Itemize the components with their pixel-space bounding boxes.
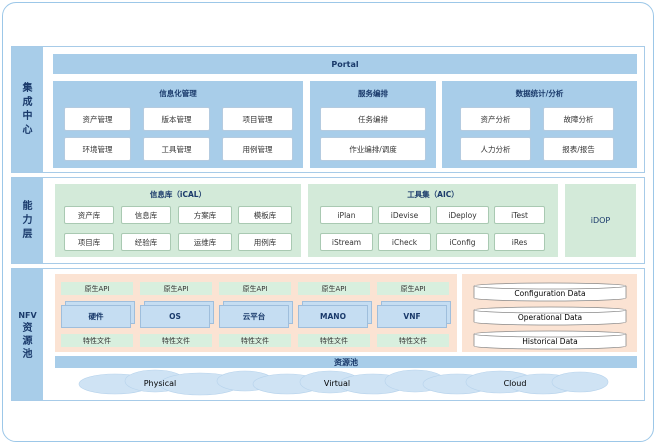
clouds-diagram: Physical Virtual Cloud: [78, 369, 609, 396]
resource-os: OS: [140, 305, 210, 328]
label-char: 中: [22, 110, 33, 122]
resource-pool-bar: 资源池: [55, 356, 637, 368]
nfv-layer-label: NFV 资 源 池: [12, 269, 43, 400]
toolset-item: iDevise: [378, 206, 431, 224]
info-lib-item: 方案库: [178, 206, 232, 224]
feature-file-label: 特性文件: [377, 334, 449, 347]
idop-panel: iDOP: [565, 184, 636, 257]
label-char: 集: [22, 82, 33, 94]
info-mgmt-item: 资产管理: [64, 107, 131, 131]
info-mgmt-item: 版本管理: [143, 107, 210, 131]
info-lib-item: 运维库: [178, 233, 232, 251]
info-mgmt-item: 工具管理: [143, 137, 210, 161]
info-lib-item: 经验库: [121, 233, 171, 251]
configuration-data-cylinder: Configuration Data: [473, 282, 627, 302]
native-api-label: 原生API: [377, 282, 449, 295]
native-api-label: 原生API: [61, 282, 133, 295]
stats-item: 资产分析: [460, 107, 531, 131]
stats-title: 数据统计/分析: [515, 89, 564, 98]
label-char: 力: [22, 214, 33, 226]
label-char: 心: [22, 124, 33, 136]
info-mgmt-title: 信息化管理: [159, 89, 197, 98]
resource-mano: MANO: [298, 305, 368, 328]
service-orch-item: 任务编排: [320, 107, 426, 131]
portal-bar: Portal: [53, 54, 637, 74]
native-api-label: 原生API: [298, 282, 370, 295]
cloud-physical-label: Physical: [144, 379, 177, 388]
label-char: 资: [22, 322, 33, 334]
stats-item: 故障分析: [543, 107, 614, 131]
toolset-item: iConfig: [436, 233, 489, 251]
info-lib-item: 模板库: [238, 206, 292, 224]
historical-data-cylinder: Historical Data: [473, 330, 627, 350]
toolset-item: iTest: [494, 206, 545, 224]
toolset-item: iRes: [494, 233, 545, 251]
info-lib-title: 信息库（iCAL）: [149, 190, 207, 199]
label-char: 能: [22, 200, 33, 212]
data-stores-diagram: Configuration Data Operational Data Hist…: [473, 282, 627, 350]
feature-file-label: 特性文件: [61, 334, 133, 347]
label-char: 源: [22, 335, 33, 347]
info-lib-item: 项目库: [64, 233, 114, 251]
feature-file-label: 特性文件: [219, 334, 291, 347]
resource-vnf: VNF: [377, 305, 447, 328]
label-char: 成: [22, 96, 33, 108]
info-lib-item: 用例库: [238, 233, 292, 251]
idop-label: iDOP: [590, 216, 611, 225]
operational-data-cylinder: Operational Data: [473, 306, 627, 326]
info-mgmt-item: 项目管理: [222, 107, 293, 131]
stats-item: 人力分析: [460, 137, 531, 161]
resource-cloud-platform: 云平台: [219, 305, 289, 328]
cloud-cloud-label: Cloud: [504, 379, 527, 388]
toolset-title: 工具集（AIC）: [407, 190, 459, 199]
stats-item: 报表/报告: [543, 137, 614, 161]
toolset-item: iDeploy: [436, 206, 489, 224]
historical-data-label: Historical Data: [522, 337, 577, 346]
label-char: NFV: [18, 310, 37, 320]
operational-data-label: Operational Data: [518, 313, 582, 322]
cloud-virtual-label: Virtual: [324, 379, 350, 388]
native-api-label: 原生API: [140, 282, 212, 295]
capability-layer-label: 能 力 层: [12, 178, 43, 263]
feature-file-label: 特性文件: [298, 334, 370, 347]
info-lib-item: 信息库: [121, 206, 171, 224]
label-char: 池: [22, 348, 33, 360]
info-mgmt-item: 环境管理: [64, 137, 131, 161]
info-mgmt-item: 用例管理: [222, 137, 293, 161]
toolset-item: iStream: [320, 233, 373, 251]
label-char: 层: [22, 228, 33, 240]
service-orch-title: 服务编排: [358, 89, 388, 98]
native-api-label: 原生API: [219, 282, 291, 295]
integration-layer-label: 集 成 中 心: [12, 47, 43, 172]
toolset-item: iPlan: [320, 206, 373, 224]
configuration-data-label: Configuration Data: [514, 289, 585, 298]
service-orch-item: 作业编排/调度: [320, 137, 426, 161]
toolset-item: iCheck: [378, 233, 431, 251]
info-lib-item: 资产库: [64, 206, 114, 224]
resource-hardware: 硬件: [61, 305, 131, 328]
feature-file-label: 特性文件: [140, 334, 212, 347]
